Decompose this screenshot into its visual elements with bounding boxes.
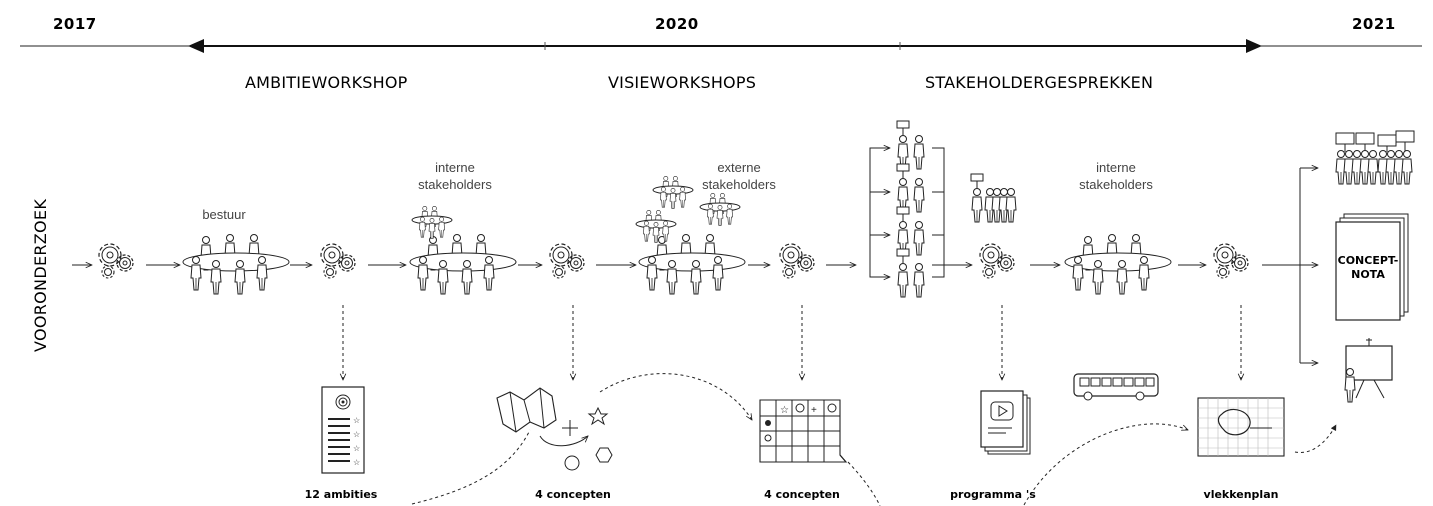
gear-icon	[779, 243, 815, 279]
nota-line-2: NOTA	[1351, 268, 1385, 281]
label-externe-a: externe	[717, 160, 760, 175]
svg-text:☆: ☆	[353, 444, 360, 453]
phase-ambitieworkshop: AMBITIEWORKSHOP	[245, 73, 408, 92]
small-group-icon	[971, 174, 1017, 223]
output-label-programmas: programma 's	[950, 488, 1036, 501]
gear-icon	[549, 243, 585, 279]
phase-stakeholdergesprekken: STAKEHOLDERGESPREKKEN	[925, 73, 1153, 92]
side-label-vooronderzoek: VOORONDERZOEK	[31, 199, 50, 352]
interviews-group	[869, 121, 945, 298]
concept-nota-icon: CONCEPT- NOTA	[1335, 213, 1409, 321]
small-table-icon	[636, 210, 676, 242]
gear-icon	[98, 243, 134, 279]
gear-icon	[320, 243, 356, 279]
svg-text:+: +	[811, 405, 817, 416]
gear-icon	[1213, 243, 1249, 279]
nota-line-1: CONCEPT-	[1338, 254, 1399, 267]
year-2021: 2021	[1352, 15, 1396, 33]
output-label-ambities: 12 ambities	[305, 488, 378, 501]
small-table-icon	[412, 206, 452, 238]
people-table-icon	[1065, 235, 1171, 295]
document-icon: ☆ ☆ ☆ ☆	[321, 386, 365, 474]
people-table-icon	[639, 235, 745, 295]
book-icon	[980, 390, 1031, 455]
plan-icon	[1197, 397, 1285, 457]
people-table-icon	[410, 235, 516, 295]
gear-icon	[979, 243, 1015, 279]
bus-icon	[1073, 373, 1159, 401]
map-icon	[496, 387, 613, 471]
label-interne-1a: interne	[435, 160, 475, 175]
label-bestuur: bestuur	[202, 207, 246, 222]
svg-text:☆: ☆	[353, 430, 360, 439]
grid-icon: ☆ +	[759, 399, 848, 463]
presentation-icon	[1344, 338, 1393, 403]
final-branches	[1299, 168, 1318, 363]
people-table-icon	[183, 235, 289, 295]
label-interne-2a: interne	[1096, 160, 1136, 175]
phase-visieworkshops: VISIEWORKSHOPS	[608, 73, 756, 92]
year-2017: 2017	[53, 15, 97, 33]
output-label-concepten-2: 4 concepten	[764, 488, 840, 501]
svg-text:☆: ☆	[353, 416, 360, 425]
label-interne-1b: stakeholders	[418, 177, 492, 192]
small-table-icon	[653, 176, 693, 208]
label-interne-2b: stakeholders	[1079, 177, 1153, 192]
svg-text:☆: ☆	[353, 458, 360, 467]
small-table-icon	[700, 193, 740, 225]
svg-text:☆: ☆	[780, 405, 789, 416]
crowd-icon	[1335, 130, 1415, 185]
output-label-concepten-1: 4 concepten	[535, 488, 611, 501]
timeline: 2017 2020 2021 AMBITIEWORKSHOP VISIEWORK…	[20, 15, 1422, 92]
output-label-vlekkenplan: vlekkenplan	[1204, 488, 1279, 501]
curved-connectors	[411, 373, 1337, 506]
label-externe-b: stakeholders	[702, 177, 776, 192]
year-2020: 2020	[655, 15, 699, 33]
down-arrows	[343, 305, 1241, 380]
